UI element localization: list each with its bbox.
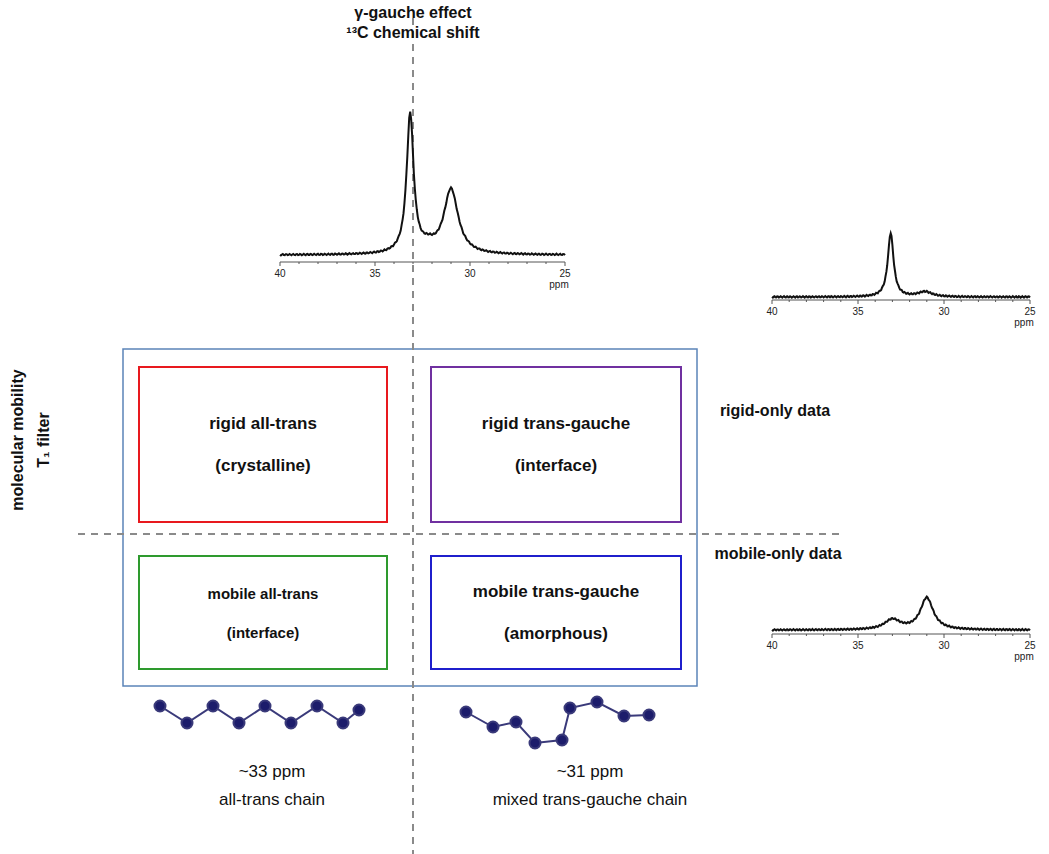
nmr-spectrum: [280, 112, 565, 256]
axis-tick: [318, 262, 319, 264]
shift-label: ~31 ppm: [557, 762, 624, 782]
axis-tick: [299, 262, 300, 264]
axis-tick: [961, 300, 962, 302]
axis-tick: [772, 634, 773, 638]
side-label: mobile-only data: [714, 545, 841, 563]
side-label: rigid-only data: [720, 402, 830, 420]
ppm-axis: [280, 262, 565, 263]
axis-tick: [508, 262, 509, 264]
axis-tick: [840, 300, 841, 302]
box-subtext: (interface): [227, 624, 300, 641]
axis-tick: [394, 262, 395, 264]
axis-tick: [451, 262, 452, 264]
axis-tick: [489, 262, 490, 264]
axis-tick: [961, 634, 962, 636]
axis-tick: [926, 634, 927, 636]
axis-tick: [892, 634, 893, 636]
nmr-spectrum: [772, 233, 1030, 297]
axis-tick: [470, 262, 471, 266]
axis-label: ppm: [1014, 651, 1033, 662]
axis-tick: [1012, 634, 1013, 636]
state-box: rigid all-trans (crystalline): [138, 366, 388, 523]
box-heading: mobile trans-gauche: [473, 582, 639, 602]
axis-tick: [546, 262, 547, 264]
axis-tick: [840, 634, 841, 636]
state-box: mobile trans-gauche (amorphous): [430, 555, 682, 670]
axis-tick: [772, 300, 773, 304]
axis-tick: [789, 300, 790, 302]
axis-tick: [978, 300, 979, 302]
axis-label: ppm: [549, 279, 568, 290]
axis-tick: [806, 634, 807, 636]
axis-label: 40: [766, 640, 777, 651]
axis-label: 30: [464, 268, 475, 279]
chain-label: mixed trans-gauche chain: [493, 790, 688, 810]
axis-tick: [909, 300, 910, 302]
axis-label: ppm: [1014, 317, 1033, 328]
axis-label: 35: [369, 268, 380, 279]
axis-tick: [909, 634, 910, 636]
axis-label: 30: [938, 640, 949, 651]
axis-tick: [892, 300, 893, 302]
chain-label: all-trans chain: [219, 790, 325, 810]
axis-label: 35: [852, 640, 863, 651]
shift-label: ~33 ppm: [239, 762, 306, 782]
trans-gauche-chain: [461, 697, 655, 749]
axis-tick: [789, 634, 790, 636]
box-subtext: (amorphous): [504, 624, 608, 644]
heading-text: ¹³C chemical shift: [346, 24, 479, 42]
axis-label: 40: [274, 268, 285, 279]
dashed-divider: [78, 533, 842, 535]
outer-frame: [123, 349, 697, 686]
box-heading: mobile all-trans: [208, 585, 319, 602]
axis-label: 40: [766, 306, 777, 317]
axis-tick: [432, 262, 433, 264]
axis-tick: [1030, 634, 1031, 638]
axis-tick: [858, 300, 859, 304]
axis-tick: [875, 300, 876, 302]
axis-tick: [413, 262, 414, 264]
box-heading: rigid trans-gauche: [482, 414, 630, 434]
box-subtext: (interface): [515, 456, 597, 476]
axis-tick: [995, 634, 996, 636]
axis-label: 35: [852, 306, 863, 317]
axis-label: 25: [1024, 640, 1035, 651]
axis-tick: [858, 634, 859, 638]
state-box: rigid trans-gauche (interface): [430, 366, 682, 523]
axis-tick: [926, 300, 927, 302]
ppm-axis: [772, 300, 1030, 301]
box-heading: rigid all-trans: [209, 414, 317, 434]
axis-tick: [995, 300, 996, 302]
axis-tick: [944, 300, 945, 304]
axis-tick: [375, 262, 376, 266]
axis-tick: [1030, 300, 1031, 304]
axis-label: 25: [559, 268, 570, 279]
axis-tick: [806, 300, 807, 302]
axis-label: 30: [938, 306, 949, 317]
box-subtext: (crystalline): [215, 456, 310, 476]
axis-tick: [356, 262, 357, 264]
axis-tick: [875, 634, 876, 636]
axis-tick: [527, 262, 528, 264]
heading-text: γ-gauche effect: [354, 4, 471, 22]
state-box: mobile all-trans (interface): [138, 555, 388, 670]
axis-tick: [823, 634, 824, 636]
axis-tick: [565, 262, 566, 266]
nmr-spectrum: [772, 597, 1030, 631]
axis-title: T₁ filter: [35, 412, 53, 468]
axis-label: 25: [1024, 306, 1035, 317]
all-trans-chain: [155, 701, 365, 729]
ppm-axis: [772, 634, 1030, 635]
axis-tick: [280, 262, 281, 266]
axis-title: molecular mobility: [9, 369, 27, 510]
axis-tick: [823, 300, 824, 302]
axis-tick: [337, 262, 338, 264]
axis-tick: [1012, 300, 1013, 302]
axis-tick: [944, 634, 945, 638]
axis-tick: [978, 634, 979, 636]
